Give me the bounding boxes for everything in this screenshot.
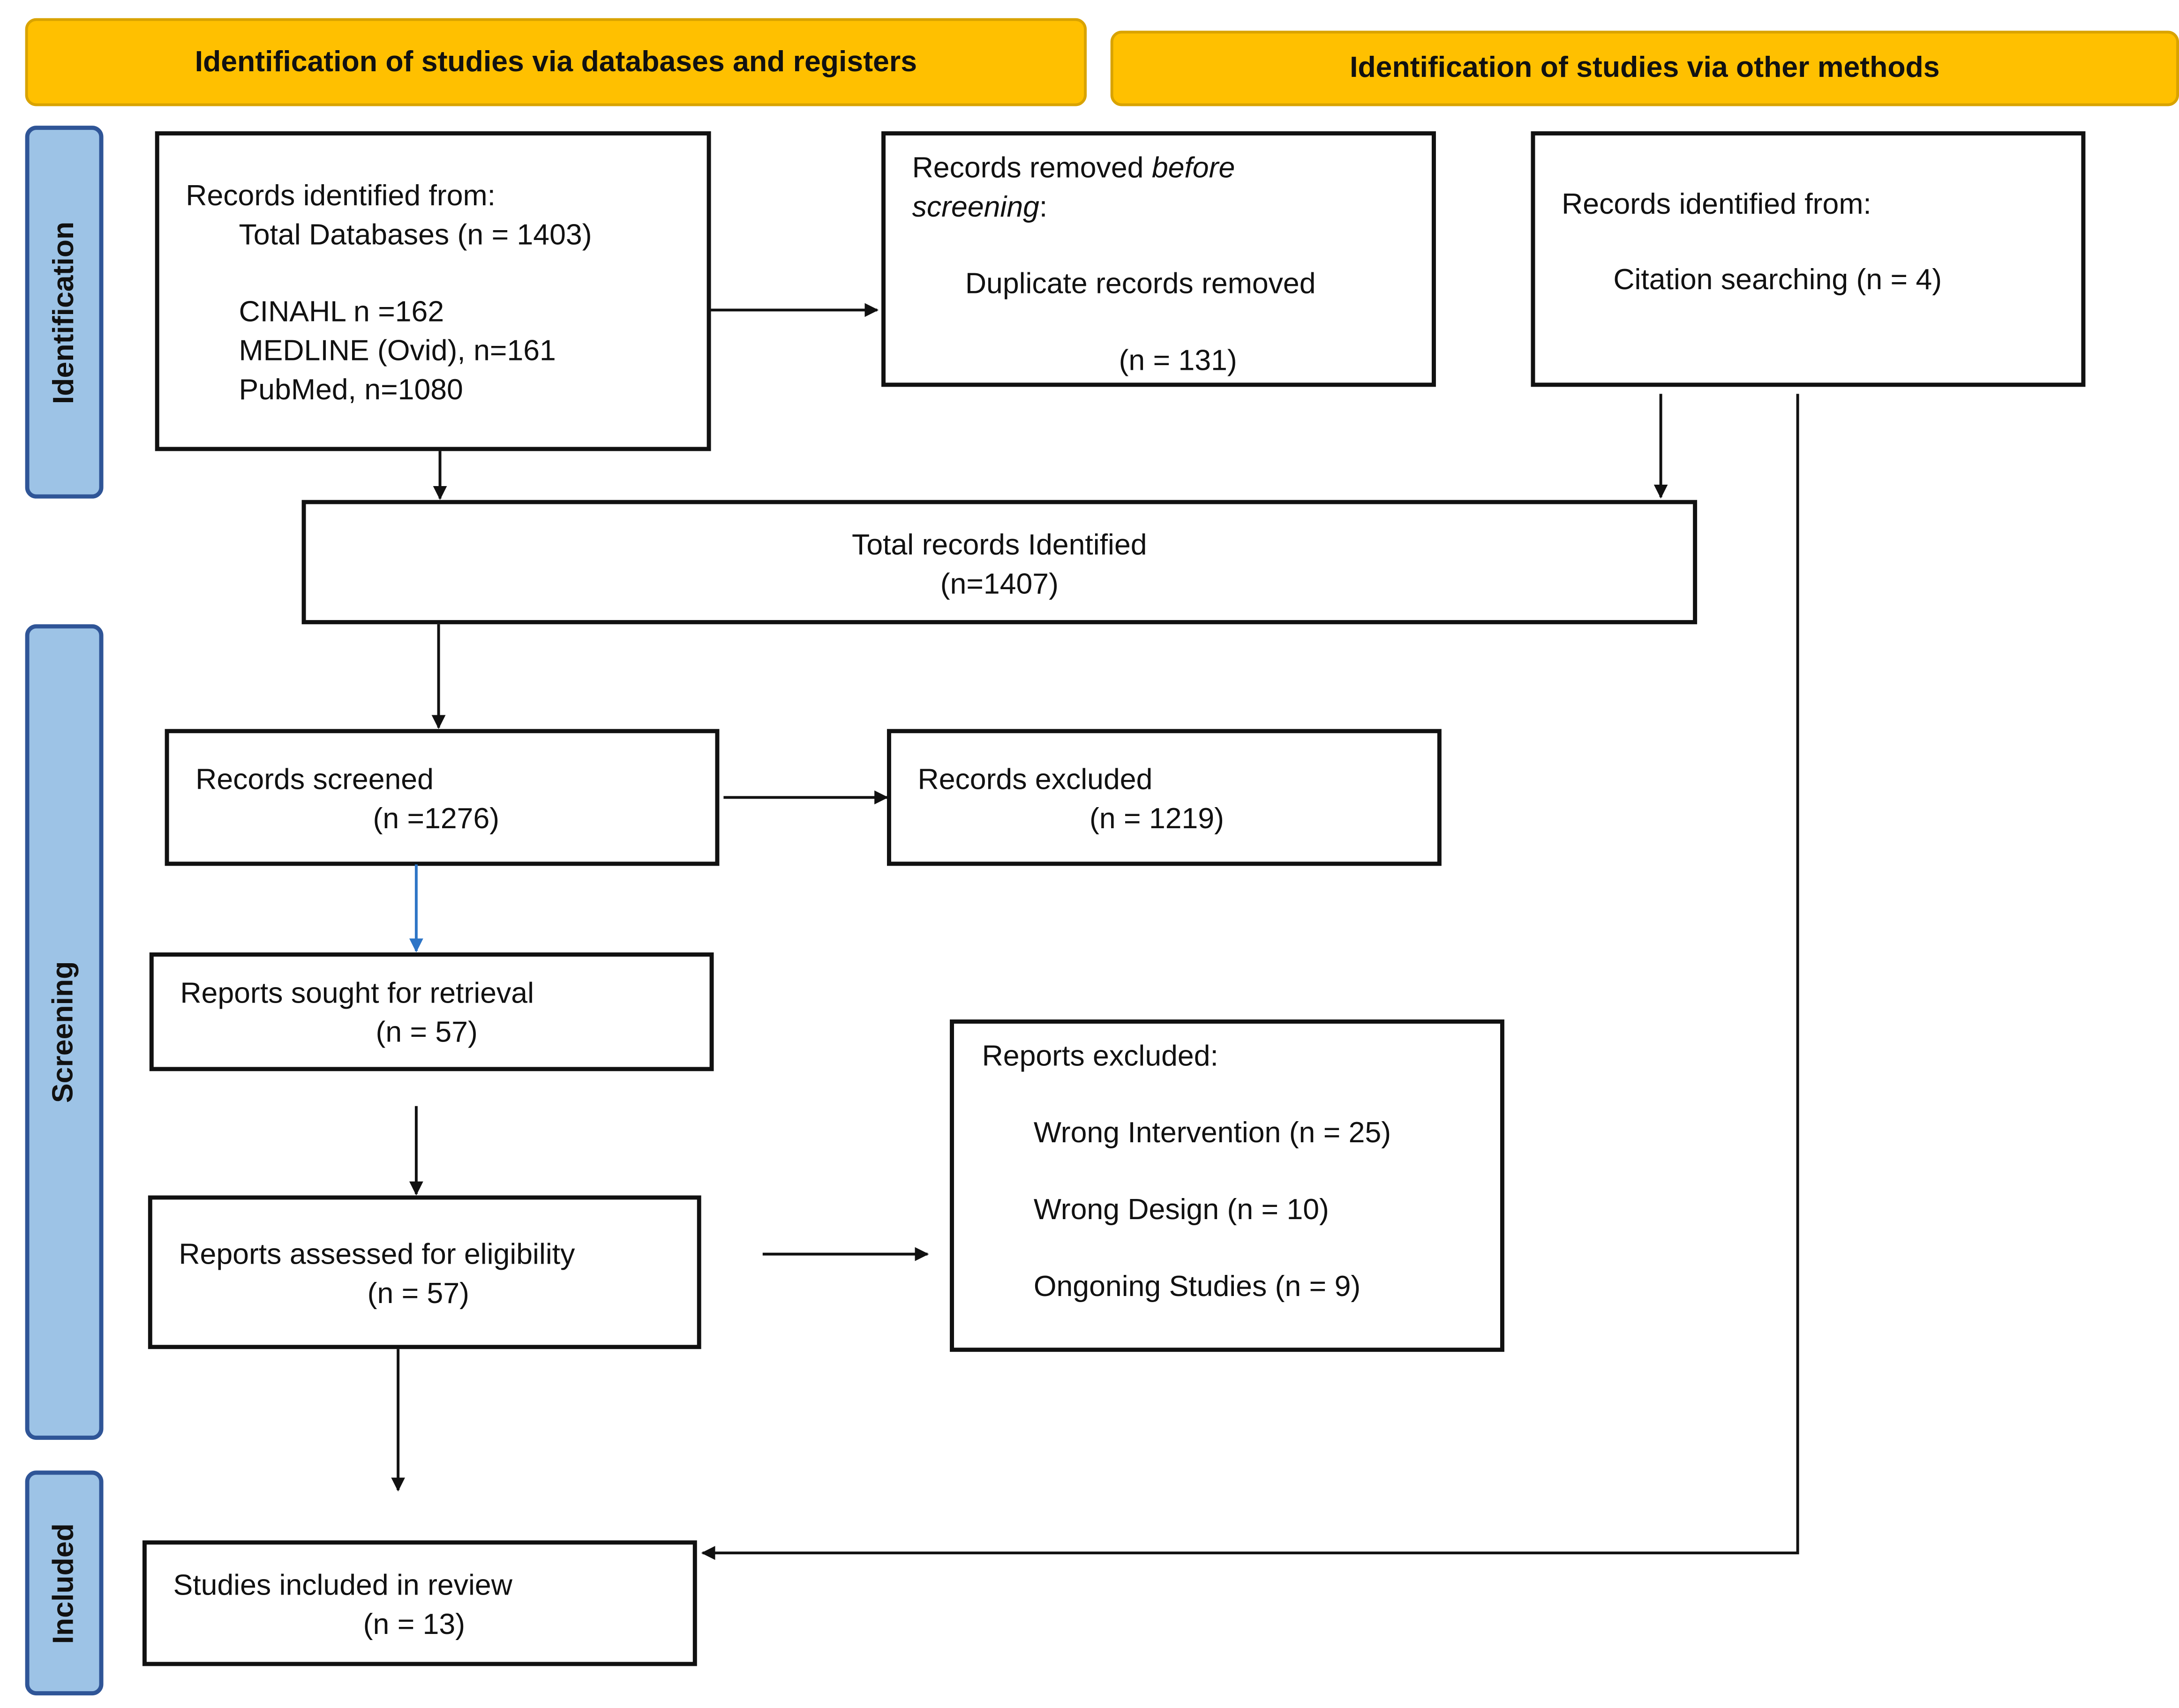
box-text: (n = 1219): [1090, 803, 1225, 835]
assessed-box: Reports assessed for eligibility (n = 57…: [148, 1195, 701, 1349]
arrow: [701, 394, 1799, 1560]
box-text: Studies included in review: [173, 1569, 512, 1602]
excluded-box: Records excluded (n = 1219): [887, 729, 1442, 866]
box-text: Reports assessed for eligibility: [179, 1238, 575, 1271]
box-text: Total records Identified: [852, 529, 1147, 562]
screened-box: Records screened (n =1276): [165, 729, 720, 866]
db-records-box: Records identified from: Total Databases…: [155, 131, 711, 451]
box-text: (n = 57): [376, 1017, 478, 1049]
box-text: Duplicate records removed: [965, 268, 1316, 300]
box-text: Reports sought for retrieval: [180, 977, 534, 1010]
box-text: Citation searching (n = 4): [1613, 264, 1942, 296]
phase-included: Included: [25, 1470, 104, 1696]
exclusion-reason: Wrong Intervention (n = 25): [1033, 1117, 1391, 1150]
box-title: Records identified from:: [186, 180, 496, 212]
box-title: Records identified from:: [1562, 188, 1871, 221]
box-text: Records excluded: [917, 764, 1153, 796]
box-title: Reports excluded:: [982, 1040, 1218, 1073]
exclusion-reason: Ongoning Studies (n = 9): [1033, 1271, 1361, 1303]
box-title: screening:: [912, 191, 1048, 224]
sought-box: Reports sought for retrieval (n = 57): [149, 952, 714, 1071]
box-text: (n = 131): [1119, 345, 1237, 377]
box-text: Total Databases (n = 1403): [239, 219, 592, 252]
box-title: Records removed before: [912, 152, 1235, 185]
included-box: Studies included in review (n = 13): [142, 1540, 697, 1666]
box-text: MEDLINE (Ovid), n=161: [239, 335, 556, 367]
header-other-text: Identification of studies via other meth…: [1350, 52, 1940, 84]
box-text: (n = 13): [363, 1609, 466, 1641]
reports-excluded-box: Reports excluded: Wrong Intervention (n …: [950, 1019, 1504, 1352]
removed-box: Records removed before screening: Duplic…: [881, 131, 1436, 387]
phase-screening: Screening: [25, 624, 104, 1440]
header-databases-text: Identification of studies via databases …: [195, 45, 917, 78]
box-text: (n = 57): [367, 1278, 470, 1310]
box-text: (n=1407): [940, 568, 1059, 601]
other-records-box: Records identified from: Citation search…: [1531, 131, 2086, 387]
phase-identification: Identification: [25, 126, 104, 499]
total-box: Total records Identified (n=1407): [301, 500, 1698, 624]
box-text: CINAHL n =162: [239, 296, 444, 329]
header-databases: Identification of studies via databases …: [25, 18, 1087, 106]
exclusion-reason: Wrong Design (n = 10): [1033, 1194, 1329, 1227]
box-text: PubMed, n=1080: [239, 374, 463, 407]
box-text: (n =1276): [373, 803, 500, 835]
box-text: Records screened: [195, 764, 434, 796]
header-other: Identification of studies via other meth…: [1110, 30, 2179, 106]
